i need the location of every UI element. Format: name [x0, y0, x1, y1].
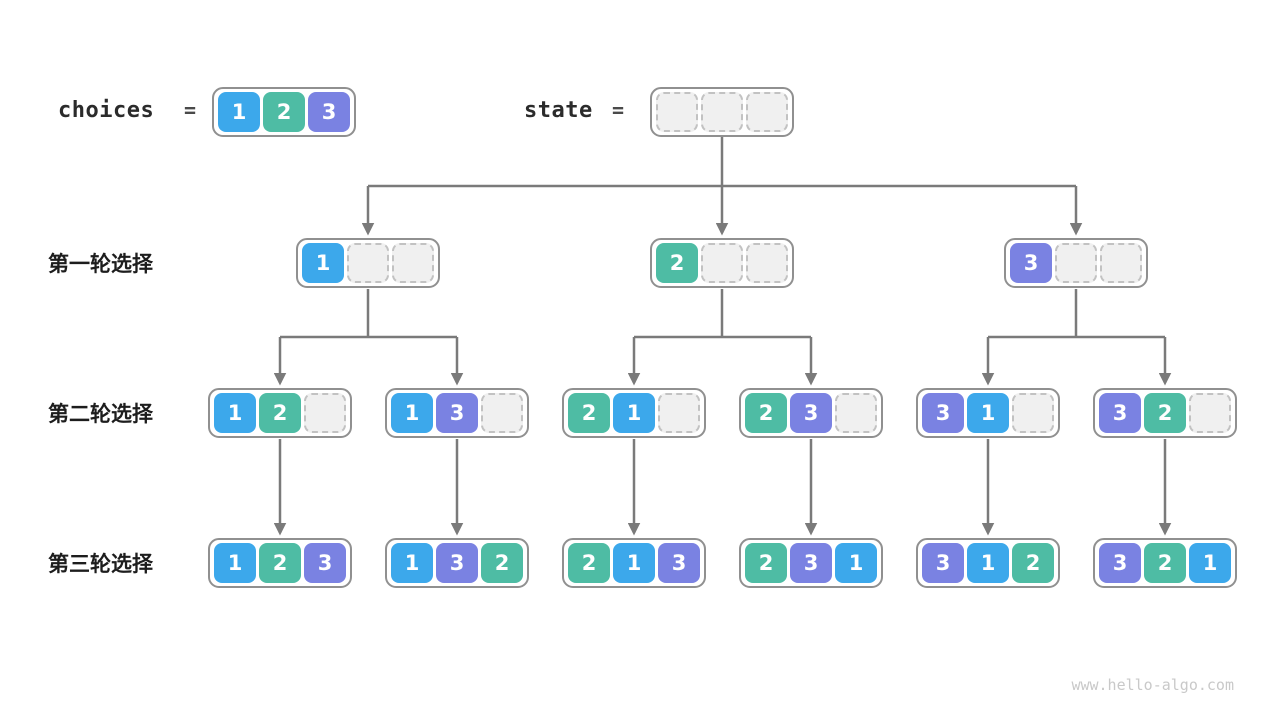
round-2-label: 第二轮选择	[48, 403, 153, 426]
array-cell-empty	[835, 393, 877, 433]
array-cell-1: 1	[967, 393, 1009, 433]
array-cell-2: 2	[568, 393, 610, 433]
array-cell-empty	[658, 393, 700, 433]
array-cell-2: 2	[259, 393, 301, 433]
array-cell-1: 1	[214, 393, 256, 433]
state-array	[650, 87, 794, 137]
array-cell-empty	[656, 92, 698, 132]
array-cell-1: 1	[1189, 543, 1231, 583]
array-cell-2: 2	[745, 543, 787, 583]
state-equals-sign: =	[612, 98, 625, 122]
array-cell-3: 3	[922, 543, 964, 583]
state-label: state	[524, 98, 593, 123]
array-cell-empty	[1055, 243, 1097, 283]
array-cell-empty	[347, 243, 389, 283]
array-cell-1: 1	[967, 543, 1009, 583]
array-cell-2: 2	[1012, 543, 1054, 583]
array-cell-empty	[304, 393, 346, 433]
array-cell-3: 3	[658, 543, 700, 583]
array-cell-2: 2	[263, 92, 305, 132]
array-cell-empty	[746, 92, 788, 132]
array-cell-2: 2	[568, 543, 610, 583]
round-3-label: 第三轮选择	[48, 553, 153, 576]
array-cell-1: 1	[391, 543, 433, 583]
array-cell-empty	[701, 243, 743, 283]
watermark-text: www.hello-algo.com	[1071, 676, 1234, 694]
array-cell-empty	[392, 243, 434, 283]
array-cell-3: 3	[436, 393, 478, 433]
array-cell-3: 3	[922, 393, 964, 433]
array-cell-3: 3	[790, 543, 832, 583]
array-cell-3: 3	[790, 393, 832, 433]
array-cell-2: 2	[1144, 393, 1186, 433]
array-cell-3: 3	[436, 543, 478, 583]
array-cell-2: 2	[656, 243, 698, 283]
array-cell-3: 3	[1010, 243, 1052, 283]
array-cell-empty	[481, 393, 523, 433]
array-cell-1: 1	[302, 243, 344, 283]
array-cell-empty	[701, 92, 743, 132]
state-node-2: 2	[650, 238, 794, 288]
choices-label: choices	[58, 98, 155, 123]
choices-equals-sign: =	[184, 98, 197, 122]
array-cell-3: 3	[1099, 543, 1141, 583]
state-node-3: 3	[1004, 238, 1148, 288]
state-node-1: 1	[296, 238, 440, 288]
array-cell-empty	[1012, 393, 1054, 433]
array-cell-3: 3	[308, 92, 350, 132]
array-cell-empty	[1100, 243, 1142, 283]
array-cell-3: 3	[1099, 393, 1141, 433]
array-cell-2: 2	[259, 543, 301, 583]
array-cell-2: 2	[481, 543, 523, 583]
array-cell-1: 1	[613, 393, 655, 433]
array-cell-2: 2	[1144, 543, 1186, 583]
array-cell-empty	[1189, 393, 1231, 433]
array-cell-1: 1	[214, 543, 256, 583]
round-1-label: 第一轮选择	[48, 253, 153, 276]
array-cell-empty	[746, 243, 788, 283]
array-cell-1: 1	[391, 393, 433, 433]
array-cell-3: 3	[304, 543, 346, 583]
array-cell-1: 1	[835, 543, 877, 583]
array-cell-2: 2	[745, 393, 787, 433]
array-cell-1: 1	[218, 92, 260, 132]
array-cell-1: 1	[613, 543, 655, 583]
